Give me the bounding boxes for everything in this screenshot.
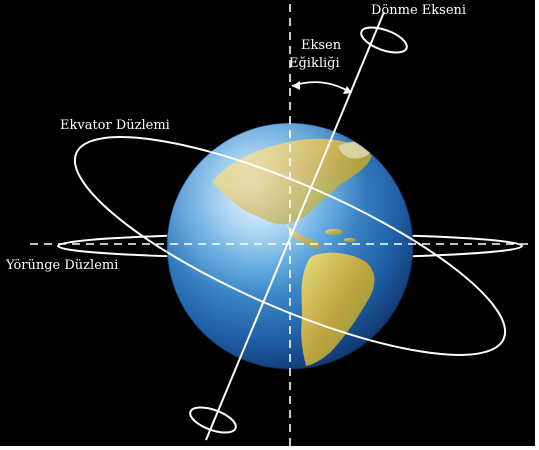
equatorial-plane-label: Ekvator Düzlemi xyxy=(60,118,170,133)
tilt-arrow-left-icon xyxy=(292,81,300,90)
axial-tilt-label-line2: Eğikliği xyxy=(289,56,340,71)
bottom-rotation-ring xyxy=(189,406,237,434)
tilt-arrow-right-icon xyxy=(343,86,352,94)
top-rotation-ring xyxy=(360,26,408,54)
orbital-plane-label: Yörünge Düzlemi xyxy=(6,258,119,273)
axial-tilt-label-line1: Eksen xyxy=(301,38,342,53)
axial-tilt-arc xyxy=(291,81,351,93)
rotation-axis-line xyxy=(205,11,385,441)
rotation-axis-label: Dönme Ekseni xyxy=(371,3,467,18)
